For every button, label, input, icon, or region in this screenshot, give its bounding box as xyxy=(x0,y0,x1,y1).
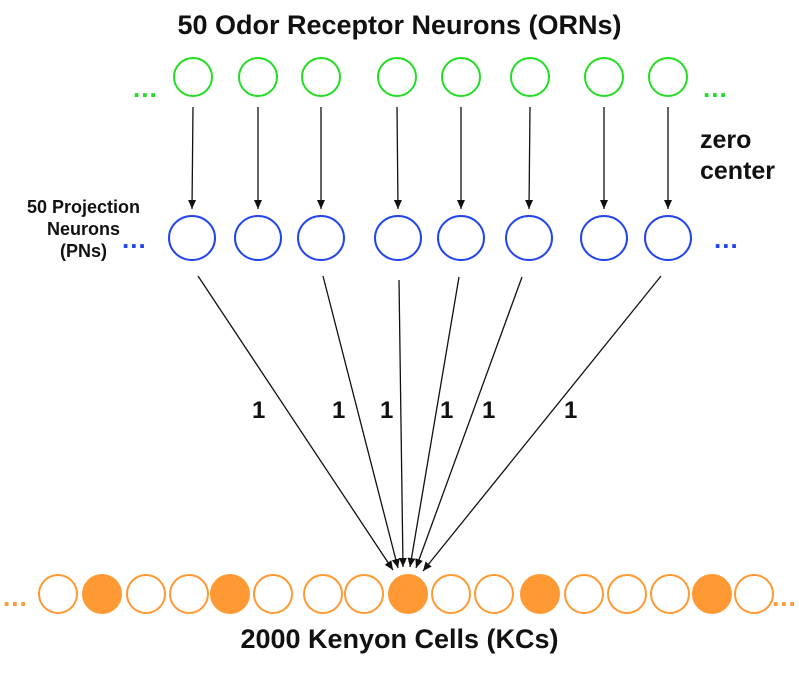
kc-neuron-1 xyxy=(38,574,78,614)
pn-label: 50 Projection Neurons (PNs) xyxy=(6,196,161,262)
kc-neuron-17 xyxy=(734,574,774,614)
zero-center-annotation: zero center xyxy=(700,125,775,187)
kc-title: 2000 Kenyon Cells (KCs) xyxy=(240,624,559,654)
kc-neuron-8 xyxy=(344,574,384,614)
kc-neuron-4 xyxy=(169,574,209,614)
pn-left-ellipsis: ... xyxy=(122,224,147,254)
orn-to-pn-arrow-1 xyxy=(188,106,197,210)
kc-neuron-active-12 xyxy=(520,574,560,614)
kc-neuron-active-16 xyxy=(692,574,732,614)
weight-label-6: 1 xyxy=(564,397,578,424)
pn-to-kc-arrow-1 xyxy=(197,275,394,571)
kc-neuron-active-5 xyxy=(210,574,250,614)
annotation-line-2: center xyxy=(700,157,776,185)
annotation-line-1: zero xyxy=(700,126,752,154)
pn-label-line-2: Neurons xyxy=(46,219,120,239)
orn-neuron-7 xyxy=(584,57,624,97)
pn-neuron-3 xyxy=(297,215,345,261)
pn-neuron-1 xyxy=(168,215,216,261)
kc-neuron-7 xyxy=(303,574,343,614)
kc-neuron-13 xyxy=(564,574,604,614)
orn-right-ellipsis: ... xyxy=(703,73,728,103)
orn-neuron-4 xyxy=(377,57,417,97)
kc-neuron-15 xyxy=(650,574,690,614)
pn-to-kc-arrow-4 xyxy=(407,276,460,568)
orn-neuron-2 xyxy=(238,57,278,97)
pn-to-kc-arrow-3 xyxy=(398,279,407,568)
pn-to-kc-arrow-5 xyxy=(415,276,523,569)
kc-neuron-11 xyxy=(474,574,514,614)
pn-neuron-6 xyxy=(505,215,553,261)
weight-label-2: 1 xyxy=(332,397,346,424)
kc-neuron-active-9 xyxy=(388,574,428,614)
kc-neuron-14 xyxy=(607,574,647,614)
pn-neuron-7 xyxy=(580,215,628,261)
kc-neuron-active-2 xyxy=(82,574,122,614)
arrow-layer xyxy=(188,106,672,572)
pn-to-kc-arrow-2 xyxy=(322,275,400,569)
orn-left-ellipsis: ... xyxy=(133,73,158,103)
kc-right-ellipsis: ... xyxy=(772,582,797,612)
orn-neuron-5 xyxy=(441,57,481,97)
weight-label-3: 1 xyxy=(380,397,394,424)
weight-label-4: 1 xyxy=(440,397,454,424)
pn-right-ellipsis: ... xyxy=(714,224,739,254)
pn-neuron-5 xyxy=(437,215,485,261)
orn-neuron-3 xyxy=(301,57,341,97)
pn-label-line-1: 50 Projection xyxy=(26,197,141,217)
orn-to-pn-arrow-4 xyxy=(393,106,402,210)
pn-layer xyxy=(168,215,692,261)
pn-label-line-3: (PNs) xyxy=(59,241,107,261)
kc-layer xyxy=(38,574,774,614)
pn-to-kc-arrow-6 xyxy=(422,275,662,572)
orn-neuron-1 xyxy=(173,57,213,97)
kc-neuron-10 xyxy=(431,574,471,614)
orn-layer xyxy=(173,57,688,97)
orn-title: 50 Odor Receptor Neurons (ORNs) xyxy=(177,10,622,40)
orn-neuron-6 xyxy=(510,57,550,97)
pn-neuron-4 xyxy=(374,215,422,261)
orn-neuron-8 xyxy=(648,57,688,97)
weight-label-5: 1 xyxy=(482,397,496,424)
kc-neuron-6 xyxy=(253,574,293,614)
orn-to-pn-arrow-6 xyxy=(525,106,534,210)
kc-neuron-3 xyxy=(126,574,166,614)
pn-neuron-2 xyxy=(234,215,282,261)
pn-neuron-8 xyxy=(644,215,692,261)
kc-left-ellipsis: ... xyxy=(3,582,28,612)
weight-label-1: 1 xyxy=(252,397,266,424)
